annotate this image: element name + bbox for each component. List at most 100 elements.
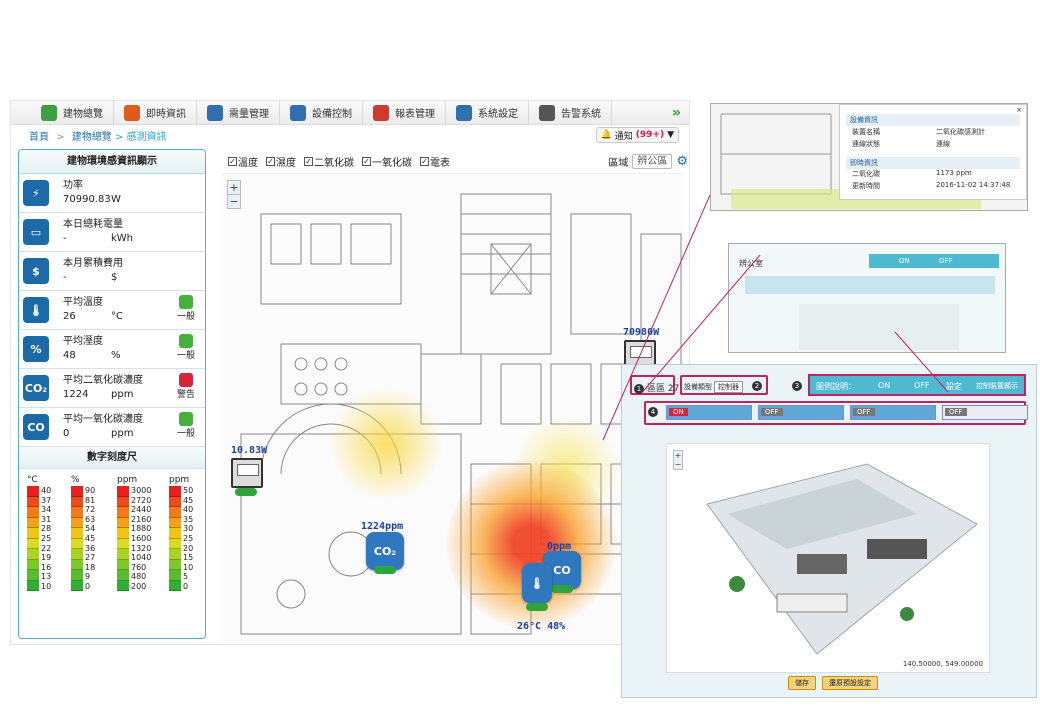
popup-time-value: 2016-11-02 14:37:48	[936, 181, 1011, 189]
zoom-control: + −	[227, 180, 241, 209]
metric-value: 1224	[63, 389, 89, 400]
metric-icon: ⚡	[23, 180, 49, 206]
switch-state: ON	[669, 408, 688, 416]
notification-button[interactable]: 🔔 通知 (99+) ▼	[595, 127, 679, 143]
more-menu-icon[interactable]: »	[671, 104, 681, 121]
metric-unit: %	[111, 350, 121, 361]
switch-card[interactable]: ON	[666, 405, 752, 420]
control-preview-screenshot: 辨公室 ON OFF	[728, 243, 1006, 353]
filter-checkbox[interactable]: ✓濕度	[266, 154, 296, 169]
metric-value: 26	[63, 311, 76, 322]
scale-tick: 480	[131, 572, 147, 582]
scale-color-bar	[71, 486, 83, 591]
filter-checkbox[interactable]: ✓溫度	[228, 154, 258, 169]
device-type-select[interactable]: 控制器	[714, 381, 743, 393]
menu-item-2[interactable]: 需量管理	[197, 100, 280, 125]
co-reading: 0ppm	[547, 541, 572, 552]
filter-label: 一氧化碳	[372, 157, 412, 169]
checkbox-icon: ✓	[304, 156, 313, 166]
reset-button[interactable]: 還原預設設定	[822, 676, 878, 690]
floor-plan-map[interactable]: + − 70980W 10.83W 1224ppm CO₂ 0ppm CO 26…	[221, 173, 684, 641]
menu-item-label: 告警系統	[561, 109, 601, 120]
metric-unit: ppm	[111, 389, 134, 400]
switch-card[interactable]: OFF	[850, 405, 936, 420]
breadcrumb-home[interactable]: 首頁	[29, 131, 49, 143]
menu-item-1[interactable]: 即時資訊	[114, 100, 197, 125]
scale-tick: 1600	[131, 533, 152, 543]
metric-label: 平均一氧化碳濃度	[63, 414, 143, 425]
zoom-out-button[interactable]: −	[674, 460, 682, 469]
mid-legend-on: ON	[899, 257, 910, 265]
popup-co2-key: 二氧化碳	[852, 170, 880, 178]
summary-row: ▭本日總耗電量-kWh	[19, 213, 205, 252]
status-text: 警告	[176, 390, 195, 400]
popup-time-key: 更新時間	[852, 182, 880, 190]
device-popup-screenshot: × 設備資訊 裝置名稱 二氧化碳感測計 連線狀態 連線 即時資訊 二氧化碳 11…	[710, 103, 1028, 211]
close-icon[interactable]: ×	[1016, 106, 1022, 114]
thermometer-sensor-icon[interactable]: 🌡	[522, 563, 552, 603]
office-3d-view[interactable]: 140.50000, 549.00000 + −	[666, 443, 990, 673]
step-2-badge: 2	[752, 381, 765, 391]
scale-tick: 25	[41, 533, 52, 543]
filter-label: 濕度	[276, 157, 296, 169]
co2-reading: 1224ppm	[361, 521, 404, 532]
status-text: 一般	[176, 351, 195, 361]
scale-tick: 63	[85, 514, 96, 524]
metric-value: -	[63, 272, 67, 283]
zoom-in-button[interactable]: +	[229, 181, 239, 194]
meter-2-reading: 10.83W	[231, 445, 268, 456]
menu-item-label: 建物總覽	[63, 109, 103, 120]
breadcrumb-bar: 首頁 > 建物總覽 > 感測資訊 🔔 通知 (99+) ▼	[11, 125, 689, 145]
zoom-out-button[interactable]: −	[228, 194, 240, 208]
menu-item-6[interactable]: 告警系統	[529, 100, 612, 125]
legend-off: OFF	[914, 381, 930, 390]
scale-tick: 50	[183, 486, 194, 495]
plug-icon	[551, 585, 573, 593]
filter-checkbox[interactable]: ✓一氧化碳	[362, 154, 412, 169]
menu-item-label: 需量管理	[229, 109, 269, 120]
scale-tick: 2160	[131, 514, 152, 524]
chart-icon	[207, 104, 223, 121]
scale-tick: 9	[85, 572, 91, 582]
co2-sensor-icon[interactable]: CO₂	[366, 532, 404, 570]
switch-card[interactable]: OFF	[758, 405, 844, 420]
legend-label: 圖例說明：	[816, 382, 856, 391]
step-1-badge: 1	[634, 384, 644, 394]
metric-icon: CO	[23, 414, 49, 440]
mid-switch-strip	[745, 276, 995, 294]
scale-tick: 30	[183, 524, 194, 534]
status-badge: 一般	[177, 412, 195, 439]
metric-icon: $	[23, 258, 49, 284]
checkbox-icon: ✓	[362, 156, 371, 166]
gear-icon	[456, 104, 472, 121]
scale-tick: 31	[41, 514, 52, 524]
meter-2-icon[interactable]	[231, 458, 263, 488]
breadcrumb: 首頁 > 建物總覽 > 感測資訊	[29, 128, 167, 143]
filter-checkbox[interactable]: ✓二氧化碳	[304, 154, 354, 169]
legend-on: ON	[878, 381, 891, 390]
area-select[interactable]: 辨公區	[632, 153, 673, 169]
gear-icon[interactable]: ⚙	[676, 153, 688, 169]
menu-item-0[interactable]: 建物總覽	[31, 100, 114, 125]
zoom-in-button[interactable]: +	[674, 451, 682, 460]
menu-item-5[interactable]: 系統設定	[446, 100, 529, 125]
thumb-icon	[178, 412, 193, 426]
menu-item-3[interactable]: 設備控制	[280, 100, 363, 125]
main-menu: 建物總覽即時資訊 需量管理設備控制報表管理系統設定 告警系統 »	[11, 100, 689, 125]
zoom-control: + −	[673, 450, 683, 470]
scale-tick: 36	[85, 543, 96, 553]
switch-card[interactable]: OFF	[942, 405, 1028, 420]
breadcrumb-building[interactable]: 建物總覽	[71, 131, 112, 143]
filter-label: 電表	[430, 157, 450, 169]
mid-area-label: 辨公室	[739, 259, 763, 268]
switch-state: OFF	[853, 408, 875, 416]
filter-checkbox[interactable]: ✓電表	[420, 154, 450, 169]
menu-item-4[interactable]: 報表管理	[363, 100, 446, 125]
save-button[interactable]: 儲存	[788, 676, 816, 690]
